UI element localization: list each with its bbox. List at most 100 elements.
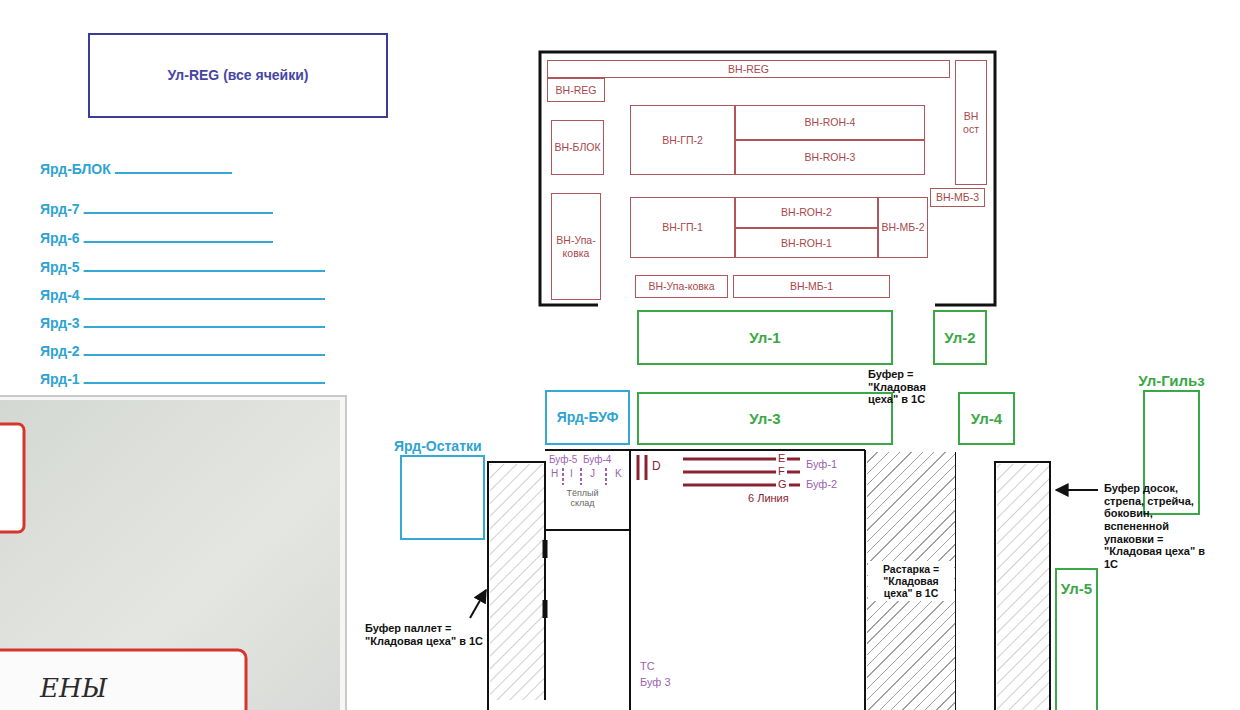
photo-handwriting: ЕНЫ bbox=[40, 674, 107, 704]
storage-cell: ВН-ROH-3 bbox=[735, 140, 925, 175]
storage-cell: ВН-МБ-3 bbox=[930, 188, 985, 207]
yard-row-label: Ярд-БЛОК bbox=[40, 161, 111, 177]
zone-name: ВН-Упа-ковка bbox=[648, 280, 714, 292]
buffer-label: ТС bbox=[640, 660, 655, 673]
yard-row-line bbox=[115, 172, 232, 174]
yard-row-label: Ярд-2 bbox=[40, 343, 80, 359]
zone-name: ВН-МБ-3 bbox=[936, 191, 979, 203]
buffer-mark bbox=[563, 468, 606, 485]
storage-cell: ВН-БЛОК bbox=[551, 120, 604, 175]
storage-cell: ВН-Упа- ковка bbox=[551, 193, 601, 300]
note-text: Буфер = "Кладовая цеха" в 1С bbox=[868, 368, 956, 406]
rack-letter: F bbox=[776, 465, 787, 478]
storage-cell: ВН-ROH-4 bbox=[735, 105, 925, 140]
door-mark bbox=[543, 540, 548, 618]
yard-row-label: Ярд-5 bbox=[40, 259, 80, 275]
yard-row-line bbox=[84, 212, 273, 214]
cell-letter: H bbox=[551, 468, 558, 480]
zone-name: Ул-2 bbox=[944, 329, 975, 346]
zone-name: Растарка = "Кладовая цеха" в 1С bbox=[868, 561, 954, 601]
zone-name: ВН-МБ-2 bbox=[881, 221, 924, 233]
storage-cell: ВН-МБ-2 bbox=[878, 197, 928, 258]
rack-letter: D bbox=[652, 460, 661, 474]
area-label: Тёплый склад bbox=[560, 488, 605, 509]
storage-cell: ВН-ГП-2 bbox=[630, 105, 735, 175]
yard-row-line bbox=[84, 354, 325, 356]
pointer-arrow bbox=[1056, 489, 1098, 491]
hatched-area bbox=[997, 464, 1049, 710]
buffer-label: Буф-2 bbox=[806, 478, 837, 491]
buffer-label: Буф 3 bbox=[640, 676, 671, 689]
yard-row-line bbox=[84, 326, 325, 328]
zone-name: Ул-4 bbox=[971, 410, 1002, 427]
rack-letter: G bbox=[776, 478, 789, 491]
buffer-label: Буф-5 bbox=[549, 454, 577, 466]
buffer-label: Буф-1 bbox=[806, 458, 837, 471]
yard-row-label: Ярд-4 bbox=[40, 287, 80, 303]
zone-name: ВН-ROH-2 bbox=[781, 206, 832, 218]
zone-name: ВН-ГП-1 bbox=[662, 221, 703, 233]
photo-card bbox=[0, 424, 24, 532]
storage-cell: ВН-ГП-1 bbox=[630, 197, 735, 258]
zone-name: Ярд-БУФ bbox=[557, 409, 619, 425]
storage-cell: ВН-Упа-ковка bbox=[635, 275, 728, 298]
storage-cell: ВН-ROH-2 bbox=[735, 197, 878, 228]
yard-row-line bbox=[84, 298, 325, 300]
storage-cell: ВН-REG bbox=[547, 78, 605, 102]
buffer-area: Растарка = "Кладовая цеха" в 1С bbox=[867, 452, 955, 710]
yard-row-label: Ярд-3 bbox=[40, 315, 80, 331]
zone-box: Ул-REG (все ячейки) bbox=[88, 33, 388, 118]
zone-name: ВН-Упа- ковка bbox=[553, 234, 599, 258]
buffer-label: Буф-4 bbox=[583, 454, 611, 466]
cell-letter: J bbox=[590, 468, 595, 480]
hatched-area bbox=[490, 464, 545, 700]
cell-letter: K bbox=[615, 468, 622, 480]
rack-line bbox=[638, 455, 646, 480]
note-text: Буфер досок, стрепа, стрейча, боковин, в… bbox=[1104, 482, 1216, 570]
photo-card bbox=[0, 650, 246, 710]
wall-line bbox=[488, 462, 545, 710]
yard-row-label: Ярд-6 bbox=[40, 230, 80, 246]
yard-row-line bbox=[84, 241, 273, 243]
yard-zone: Ярд-БУФ bbox=[545, 390, 630, 445]
storage-cell: ВН-REG bbox=[547, 60, 950, 78]
yard-zone: Ярд-Остатки bbox=[400, 455, 485, 540]
street-zone: Ул-3 bbox=[637, 392, 893, 445]
zone-name: ВН-МБ-1 bbox=[790, 280, 833, 292]
zone-name: ВН-ROH-3 bbox=[805, 151, 856, 163]
street-zone: Ул-5 bbox=[1055, 568, 1098, 710]
zone-name: ВН-REG bbox=[556, 84, 597, 96]
street-zone: Ул-4 bbox=[958, 392, 1015, 445]
zone-name: ВН-REG bbox=[728, 63, 769, 75]
yard-row-line bbox=[84, 270, 325, 272]
zone-name: ВН-ROH-1 bbox=[781, 237, 832, 249]
zone-name: Ул-3 bbox=[749, 410, 780, 427]
yard-row-label: Ярд-1 bbox=[40, 371, 80, 387]
pointer-arrow bbox=[470, 590, 486, 618]
storage-cell: ВН ост bbox=[955, 60, 987, 185]
cell-letter: I bbox=[570, 468, 573, 480]
zone-name: Ул-1 bbox=[749, 329, 780, 346]
line-label: 6 Линия bbox=[748, 492, 789, 505]
zone-name: ВН-БЛОК bbox=[554, 141, 600, 153]
storage-cell: ВН-ROH-1 bbox=[735, 228, 878, 258]
yard-row-line bbox=[84, 382, 325, 384]
zone-name: Ул-5 bbox=[1061, 580, 1092, 597]
street-zone: Ул-2 bbox=[933, 310, 987, 365]
wall-line bbox=[545, 450, 955, 710]
zone-heading: Ул-Гильз bbox=[1138, 372, 1204, 389]
street-zone: Ул-1 bbox=[637, 310, 893, 365]
zone-name: Ул-REG (все ячейки) bbox=[168, 67, 309, 83]
zone-heading: Ярд-Остатки bbox=[394, 438, 482, 454]
rack-letter: E bbox=[776, 452, 787, 465]
yard-row-label: Ярд-7 bbox=[40, 201, 80, 217]
storage-cell: ВН-МБ-1 bbox=[733, 275, 890, 298]
building-wall bbox=[540, 52, 995, 305]
zone-name: ВН ост bbox=[957, 110, 985, 134]
zone-name: ВН-ROH-4 bbox=[805, 116, 856, 128]
wall-line bbox=[995, 462, 1050, 710]
zone-name: ВН-ГП-2 bbox=[662, 134, 703, 146]
